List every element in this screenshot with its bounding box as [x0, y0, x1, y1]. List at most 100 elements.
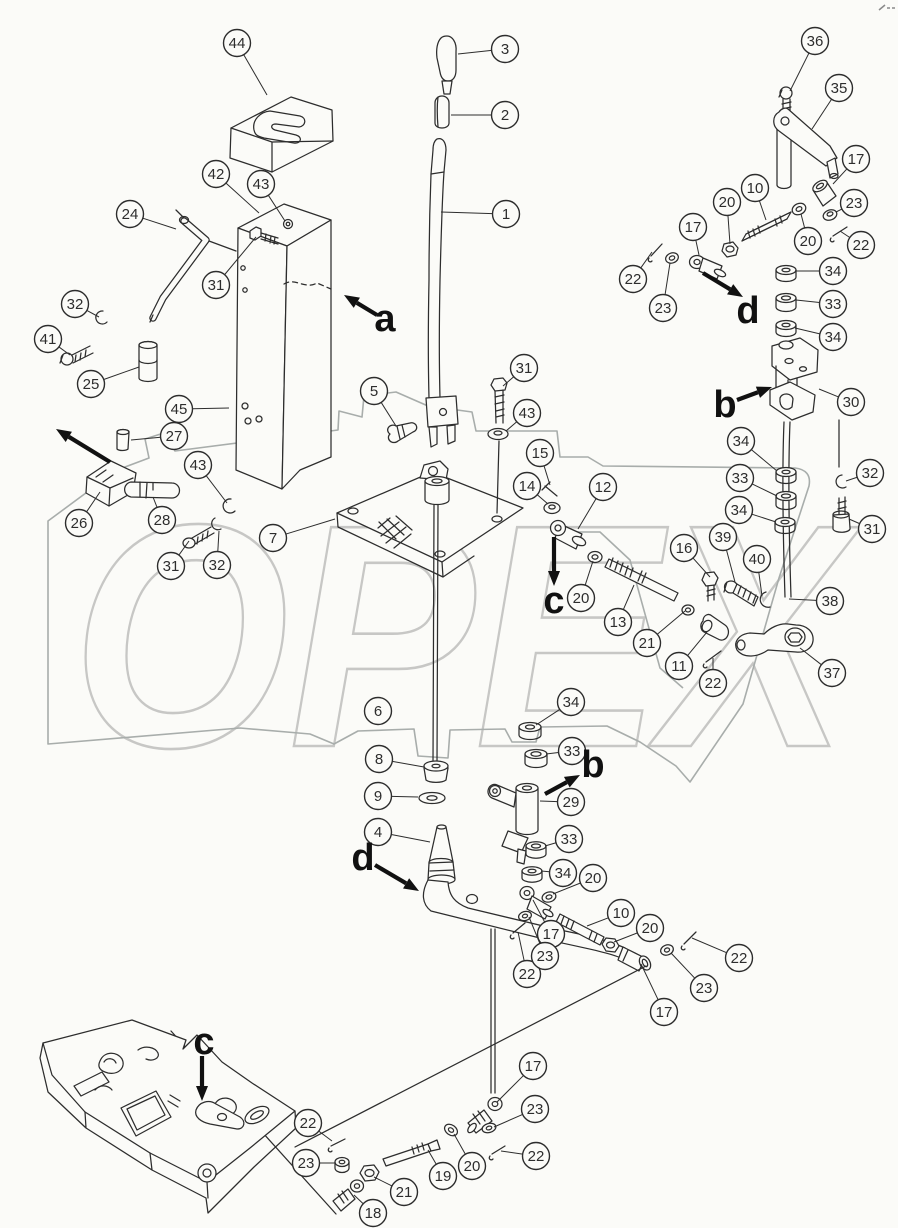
- view-arrow: [543, 775, 580, 796]
- callout-circle: [457, 1151, 487, 1181]
- callout-circle: [664, 651, 694, 681]
- callout-11: 11: [664, 631, 708, 681]
- callout-circle: [530, 941, 560, 971]
- part-pin-15: [541, 481, 558, 497]
- callout-24: 24: [115, 199, 177, 230]
- callout-number: 17: [543, 926, 560, 943]
- view-arrow: [701, 271, 743, 297]
- part-base-casting: [39, 1019, 297, 1214]
- callout-circle: [817, 658, 847, 688]
- callout-number: 9: [374, 788, 382, 805]
- callout-number: 29: [563, 794, 580, 811]
- callout-circle: [520, 1094, 550, 1124]
- callout-circle: [818, 256, 848, 286]
- callout-38: 38: [788, 586, 845, 616]
- callout-number: 23: [537, 948, 554, 965]
- callout-44: 44: [222, 28, 268, 96]
- part-knob-spacer: [434, 95, 450, 129]
- callout-22: 22: [839, 230, 876, 260]
- callout-number: 20: [719, 194, 736, 211]
- callout-circle: [428, 1161, 458, 1191]
- callout-circle: [726, 426, 756, 456]
- part-washer-14: [543, 501, 561, 515]
- part-washer-9: [418, 791, 446, 805]
- view-arrow: [373, 863, 419, 891]
- callout-42: 42: [201, 159, 260, 214]
- callout-21: 21: [373, 1176, 419, 1207]
- callout-33: 33: [545, 736, 587, 766]
- callout-23: 23: [670, 952, 719, 1003]
- callout-17: 17: [640, 963, 679, 1027]
- view-letter-d: d: [351, 837, 374, 879]
- callout-number: 38: [822, 593, 839, 610]
- callout-26: 26: [64, 491, 101, 538]
- callout-number: 34: [733, 433, 750, 450]
- callout-circle: [793, 226, 823, 256]
- callout-circle: [246, 169, 276, 199]
- callout-5: 5: [359, 376, 397, 427]
- callout-41: 41: [33, 324, 71, 356]
- callout-circle: [678, 212, 708, 242]
- callout-circle: [33, 324, 63, 354]
- part-crank-35: [773, 107, 839, 190]
- callout-circle: [147, 505, 177, 535]
- callout-circle: [740, 173, 770, 203]
- callout-circle: [578, 863, 608, 893]
- callout-number: 22: [853, 237, 870, 254]
- view-letter-b: b: [581, 744, 604, 786]
- callout-number: 30: [843, 394, 860, 411]
- callout-circle: [363, 696, 393, 726]
- part-bolts-16-39-40: [701, 571, 771, 608]
- callout-circle: [635, 913, 665, 943]
- part-shift-plate: [336, 440, 524, 765]
- callout-circle: [389, 1177, 419, 1207]
- callout-number: 25: [83, 376, 100, 393]
- callout-23: 23: [291, 1148, 335, 1178]
- callout-34: 34: [794, 322, 848, 352]
- callout-number: 23: [655, 300, 672, 317]
- part-rod-end-12: [549, 519, 587, 550]
- callout-17: 17: [532, 899, 566, 949]
- part-bolt-36: [778, 86, 793, 113]
- callout-circle: [725, 463, 755, 493]
- view-arrow: [736, 386, 772, 402]
- callout-23: 23: [648, 262, 678, 323]
- callout-43: 43: [183, 450, 228, 504]
- callout-3: 3: [457, 34, 520, 64]
- callout-circle: [556, 687, 586, 717]
- group-boundary: [47, 391, 811, 783]
- callout-20: 20: [453, 1133, 487, 1181]
- callout-20: 20: [552, 863, 608, 895]
- callout-number: 1: [502, 206, 510, 223]
- part-bushings-top-right-column: [775, 264, 797, 338]
- callout-circle: [222, 28, 252, 58]
- view-letter-c: c: [193, 1021, 214, 1063]
- callout-number: 23: [298, 1155, 315, 1172]
- callout-36: 36: [789, 26, 830, 92]
- callout-35: 35: [811, 73, 854, 130]
- callout-17: 17: [678, 212, 708, 256]
- callout-number: 33: [732, 470, 749, 487]
- callout-8: 8: [364, 744, 425, 774]
- callout-number: 14: [519, 478, 536, 495]
- callout-circle: [603, 607, 633, 637]
- callout-32: 32: [845, 458, 885, 488]
- callout-circle: [363, 817, 393, 847]
- callout-circle: [115, 199, 145, 229]
- part-link-rod-13-group: [587, 550, 730, 669]
- callout-34: 34: [795, 256, 848, 286]
- part-center-link-column: [487, 721, 697, 972]
- view-arrow: [344, 295, 379, 317]
- callout-circle: [201, 270, 231, 300]
- part-bushings-right-column: [774, 466, 797, 535]
- callout-37: 37: [799, 647, 847, 688]
- part-bolt-31-plate: [487, 377, 509, 441]
- part-pin-28: [124, 481, 181, 499]
- callout-number: 8: [375, 751, 383, 768]
- callout-number: 4: [374, 824, 382, 841]
- part-rod-38: [782, 419, 840, 598]
- callout-number: 22: [519, 966, 536, 983]
- callout-number: 7: [269, 530, 277, 547]
- callout-number: 43: [253, 176, 270, 193]
